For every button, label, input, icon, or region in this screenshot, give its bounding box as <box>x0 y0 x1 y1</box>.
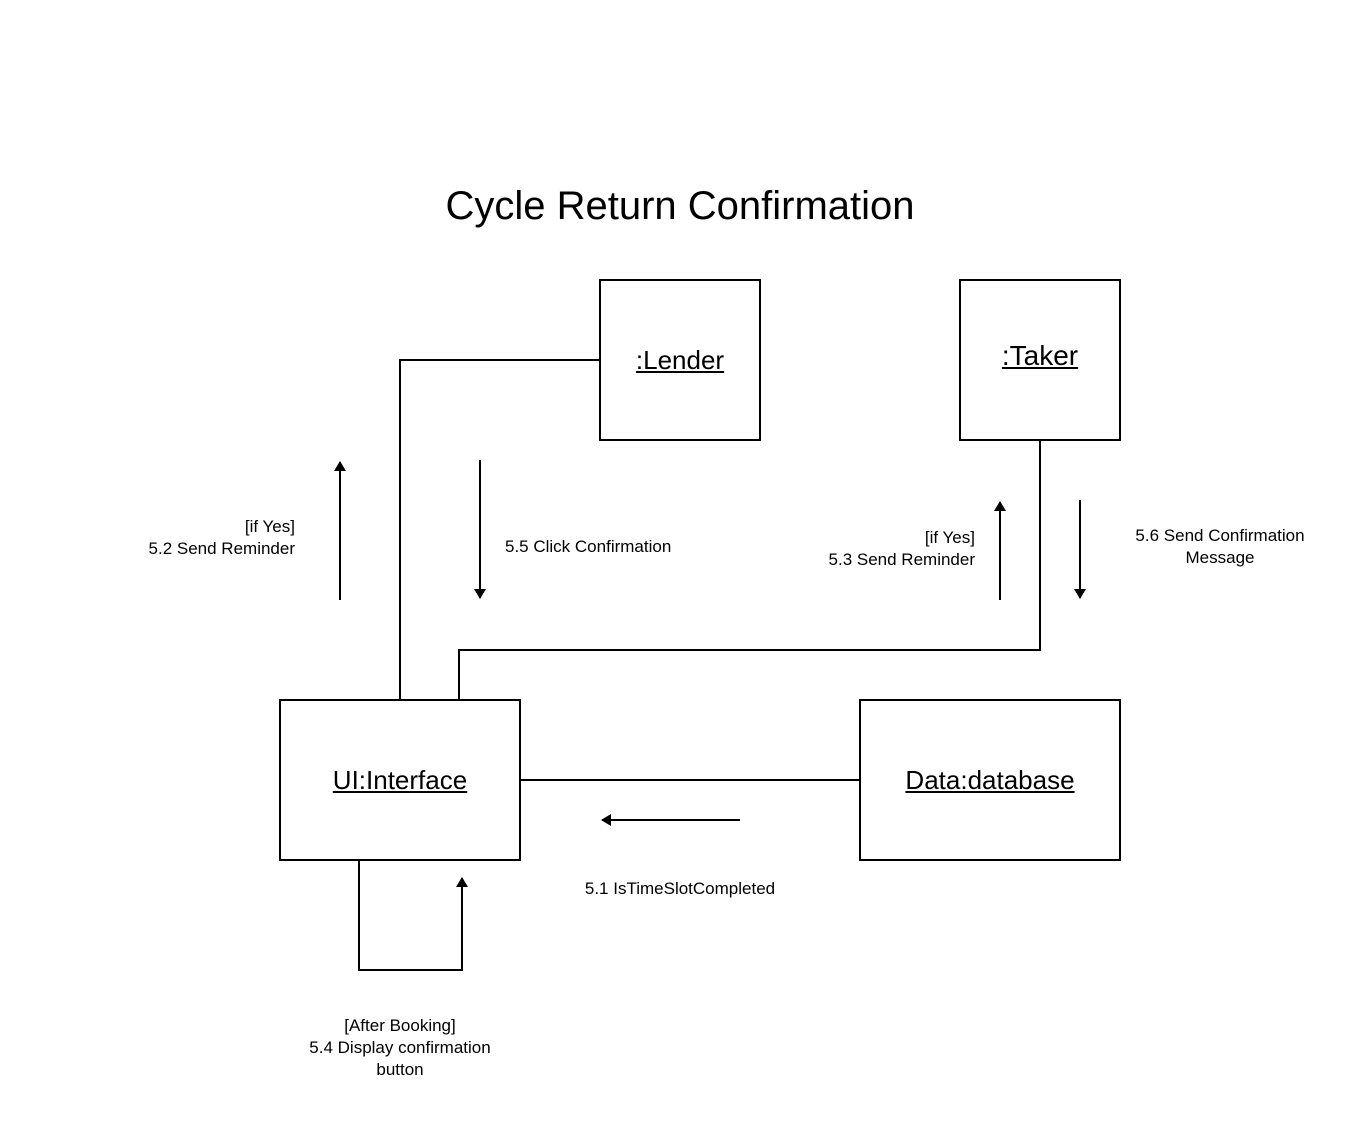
taker-label: :Taker <box>1001 340 1079 371</box>
message-5-4-text-2: button <box>376 1060 424 1079</box>
message-5-4-text: 5.4 Display confirmation <box>309 1038 491 1057</box>
message-5-3-guard: [if Yes] <box>924 528 975 547</box>
message-5-6: 5.6 Send Confirmation Message <box>1100 525 1340 569</box>
message-5-1-text: 5.1 IsTimeSlotCompleted <box>584 879 776 898</box>
message-5-5-text: 5.5 Click Confirmation <box>505 537 672 556</box>
ui-interface-object: UI:Interface <box>279 699 521 861</box>
message-5-6-text-2: Message <box>1185 548 1255 567</box>
message-5-3: [if Yes] 5.3 Send Reminder <box>829 527 975 571</box>
lender-object: :Lender <box>599 279 761 441</box>
message-5-5: 5.5 Click Confirmation <box>505 536 671 558</box>
message-5-3-text: 5.3 Send Reminder <box>828 550 975 569</box>
message-5-2: [if Yes] 5.2 Send Reminder <box>149 516 295 560</box>
database-label: Data:database <box>905 765 1075 795</box>
link-ui-lender <box>399 359 600 700</box>
diagram-title: Cycle Return Confirmation <box>445 184 915 228</box>
self-link-ui <box>358 860 468 971</box>
taker-object: :Taker <box>959 279 1121 441</box>
link-ui-taker <box>458 440 1041 700</box>
message-5-4: [After Booking] 5.4 Display confirmation… <box>270 1015 530 1081</box>
message-5-6-text: 5.6 Send Confirmation <box>1135 526 1305 545</box>
lender-label: :Lender <box>635 345 725 375</box>
message-5-2-text: 5.2 Send Reminder <box>148 539 295 558</box>
message-5-1: 5.1 IsTimeSlotCompleted <box>540 878 820 900</box>
message-5-4-guard: [After Booking] <box>344 1016 456 1035</box>
database-object: Data:database <box>859 699 1121 861</box>
ui-interface-label: UI:Interface <box>332 765 468 795</box>
message-5-2-guard: [if Yes] <box>244 517 295 536</box>
